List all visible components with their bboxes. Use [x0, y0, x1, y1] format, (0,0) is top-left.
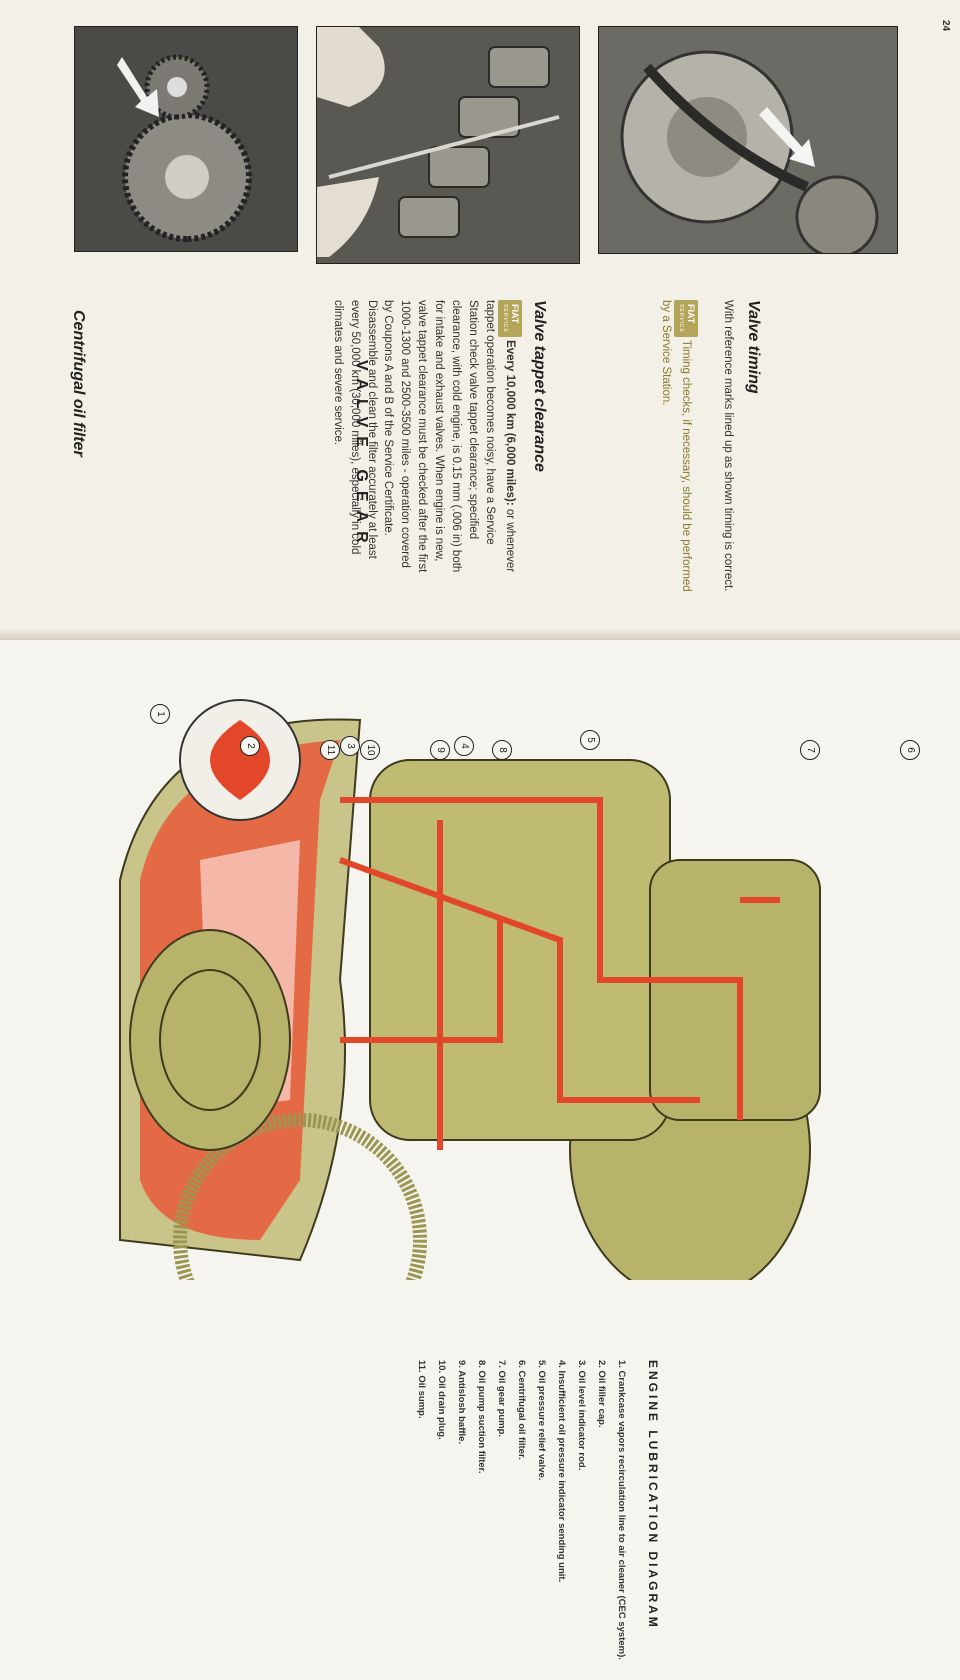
legend-item: 9. Antislosh baffle. — [456, 1360, 467, 1445]
callout-4: 4 — [454, 736, 474, 756]
photo-centrifugal-filter — [598, 26, 898, 254]
timing-note: Timing checks, if necessary, should be p… — [660, 300, 692, 592]
legend-item: 5. Oil pressure relief valve. — [536, 1360, 547, 1481]
legend-item: 10. Oil drain plug. — [436, 1360, 447, 1440]
centrifugal-filter-pulley — [179, 699, 301, 821]
page-number: 24 — [940, 20, 951, 32]
callout-8: 8 — [492, 740, 512, 760]
timing-body: With reference marks lined up as shown t… — [722, 300, 734, 592]
left-page: 24 — [0, 0, 960, 640]
legend-item: 7. Oil gear pump. — [496, 1360, 507, 1438]
legend-item: 3. Oil level indicator rod. — [576, 1360, 587, 1471]
callout-5: 5 — [580, 730, 600, 750]
engine-diagram — [100, 680, 860, 1367]
air-cleaner — [129, 929, 291, 1151]
tappet-body: or whenever tappet operation becomes noi… — [382, 300, 516, 573]
callout-9: 9 — [430, 740, 450, 760]
right-page: 6 7 8 9 10 11 1 2 3 4 5 ENGINE LUBRICATI… — [0, 640, 960, 1680]
tappet-title: Valve tappet clearance — [531, 300, 548, 472]
callout-6: 6 — [900, 740, 920, 760]
centrifugal-filter-title: Centrifugal oil filter — [70, 310, 87, 457]
callout-11: 11 — [320, 740, 340, 760]
legend-title: ENGINE LUBRICATION DIAGRAM — [646, 1360, 660, 1630]
callout-1: 1 — [150, 704, 170, 724]
timing-title: Valve timing — [745, 300, 762, 394]
lubrication-paths — [338, 797, 780, 1150]
legend-item: 2. Oil filler cap. — [596, 1360, 607, 1428]
callout-3: 3 — [340, 736, 360, 756]
legend-item: 11. Oil sump. — [416, 1360, 427, 1419]
callout-10: 10 — [360, 740, 380, 760]
valve-gear-heading: VALVE GEAR — [353, 360, 370, 552]
tappet-lead: Every 10,000 km (6,000 miles): — [503, 340, 516, 506]
legend-item: 8. Oil pump suction filter. — [476, 1360, 487, 1474]
legend-item: 6. Centrifugal oil filter. — [516, 1360, 527, 1460]
legend-item: 1. Crankcase vapors recirculation line t… — [616, 1360, 627, 1660]
diagram-legend: ENGINE LUBRICATION DIAGRAM 1. Crankcase … — [408, 1360, 660, 1660]
legend-item: 4. Insufficient oil pressure indicator s… — [556, 1360, 567, 1583]
photo-tappet-adjustment — [316, 26, 580, 264]
callout-2: 2 — [240, 736, 260, 756]
photo-timing-chain — [74, 26, 298, 252]
callout-7: 7 — [800, 740, 820, 760]
